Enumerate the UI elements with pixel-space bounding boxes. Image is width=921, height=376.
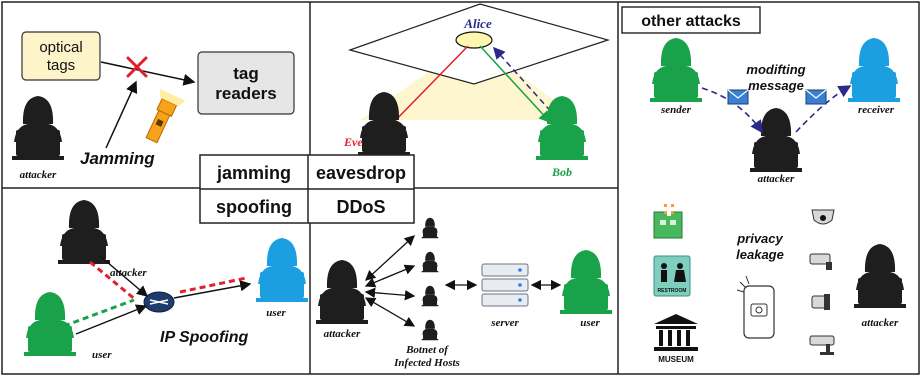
- botnet-label-1: Botnet of: [405, 344, 449, 356]
- mitm-attacker-hacker-icon: [750, 108, 802, 172]
- bob-label: Bob: [551, 165, 572, 179]
- alice-label: Alice: [463, 16, 492, 31]
- tags-to-readers-arrow: [100, 61, 196, 86]
- router-icon: [143, 291, 175, 313]
- server-label: server: [490, 317, 519, 329]
- envelope-icon: [805, 89, 827, 105]
- receiver-label: receiver: [858, 104, 895, 116]
- envelope-icon: [727, 89, 749, 105]
- attacker-to-router-line: [99, 255, 149, 297]
- eve-label: Eve: [343, 135, 363, 149]
- attacker-hacker-icon: [316, 260, 368, 324]
- attacker-label-ddos: attacker: [324, 328, 361, 340]
- privacy-attacker-label: attacker: [862, 317, 899, 329]
- mitm-flow: [701, 85, 852, 134]
- router-to-user-dashes: [179, 276, 247, 294]
- table-cell-spoofing: spoofing: [216, 197, 292, 217]
- user-label-left: user: [92, 349, 112, 361]
- attacker-label-spoofing: attacker: [110, 267, 147, 279]
- sender-hacker-icon: [650, 38, 702, 102]
- privacy-label-2: leakage: [736, 247, 784, 262]
- attacker-hacker-icon: [58, 200, 110, 264]
- user-label-ddos: user: [580, 317, 600, 329]
- table-cell-jamming: jamming: [216, 163, 291, 183]
- bob-arrow: [479, 45, 552, 124]
- museum-label: MUSEUM: [658, 355, 694, 364]
- botnet-label-2: Infected Hosts: [393, 357, 460, 369]
- restroom-sign-icon: RESTROOM: [653, 255, 691, 297]
- modifying-label-2: message: [748, 78, 804, 93]
- restroom-sign-label: RESTROOM: [658, 288, 687, 294]
- surveillance-camera-icons: [809, 209, 835, 355]
- mitm-attacker-label: attacker: [758, 173, 795, 185]
- block-x-icon: [126, 56, 148, 78]
- privacy-attacker-hacker-icon: [854, 244, 906, 308]
- other-attacks-title-box: [621, 6, 761, 34]
- privacy-label-1: privacy: [736, 231, 783, 246]
- flashlight-icon: [145, 88, 186, 144]
- ip-spoofing-label: IP Spoofing: [160, 329, 249, 346]
- bot-host-icon: [421, 251, 439, 273]
- user-to-router-line: [75, 304, 148, 335]
- bot-host-icon: [421, 217, 439, 239]
- user-label-right: user: [266, 307, 286, 319]
- attacker-label-jamming: attacker: [20, 169, 57, 181]
- alice-dish: [455, 31, 493, 49]
- router-to-user-line: [173, 280, 252, 299]
- optical-tags-label-1: optical: [39, 39, 82, 56]
- security-camera-icon: [809, 335, 835, 355]
- museum-icon: [654, 314, 698, 351]
- panel-eavesdrop: Alice Eve Bob: [343, 3, 611, 179]
- hospital-building-icon: [653, 202, 683, 239]
- dome-camera-icon: [811, 209, 835, 225]
- receiver-hacker-icon: [848, 38, 900, 102]
- bullet-camera-icon: [809, 253, 832, 270]
- tag-readers-label-2: readers: [215, 84, 276, 103]
- tag-readers-label-1: tag: [233, 64, 259, 83]
- jamming-arrow: [105, 80, 138, 149]
- sender-label: sender: [660, 104, 692, 116]
- other-attacks-title: other attacks: [641, 13, 741, 30]
- panel-other-attacks: other attacks sender receiver attacker m…: [621, 6, 906, 364]
- optical-tags-label-2: tags: [47, 57, 75, 74]
- panel-ddos: attacker server user Botnet of I: [316, 217, 612, 369]
- phone-camera-icon: [736, 275, 775, 339]
- panel-jamming: optical tags tag readers Jamming attacke…: [12, 31, 295, 181]
- user-green-hacker-icon: [560, 250, 612, 314]
- eve-arrow: [386, 45, 469, 130]
- table-cell-ddos: DDoS: [337, 197, 386, 217]
- user-blue-hacker-icon: [256, 238, 308, 302]
- box-camera-icon: [811, 294, 830, 310]
- optical-tags-box: [21, 31, 101, 81]
- panel-spoofing: attacker user user IP Spoofing: [24, 200, 308, 361]
- modifying-label-1: modifting: [746, 62, 805, 77]
- server-icon: [481, 263, 529, 307]
- table-cell-eavesdrop: eavesdrop: [316, 163, 406, 183]
- bot-host-icon: [421, 319, 439, 341]
- jamming-label: Jamming: [80, 149, 155, 168]
- bob-return-arrow: [492, 46, 565, 127]
- attacker-to-bots-arrows: [364, 235, 562, 327]
- center-attack-table: jamming eavesdrop spoofing DDoS: [199, 154, 415, 224]
- botnet-hosts: [421, 217, 439, 341]
- attacker-hacker-icon: [12, 96, 64, 160]
- bot-host-icon: [421, 285, 439, 307]
- tag-readers-box: [197, 51, 295, 115]
- user-to-router-dashes: [63, 298, 135, 328]
